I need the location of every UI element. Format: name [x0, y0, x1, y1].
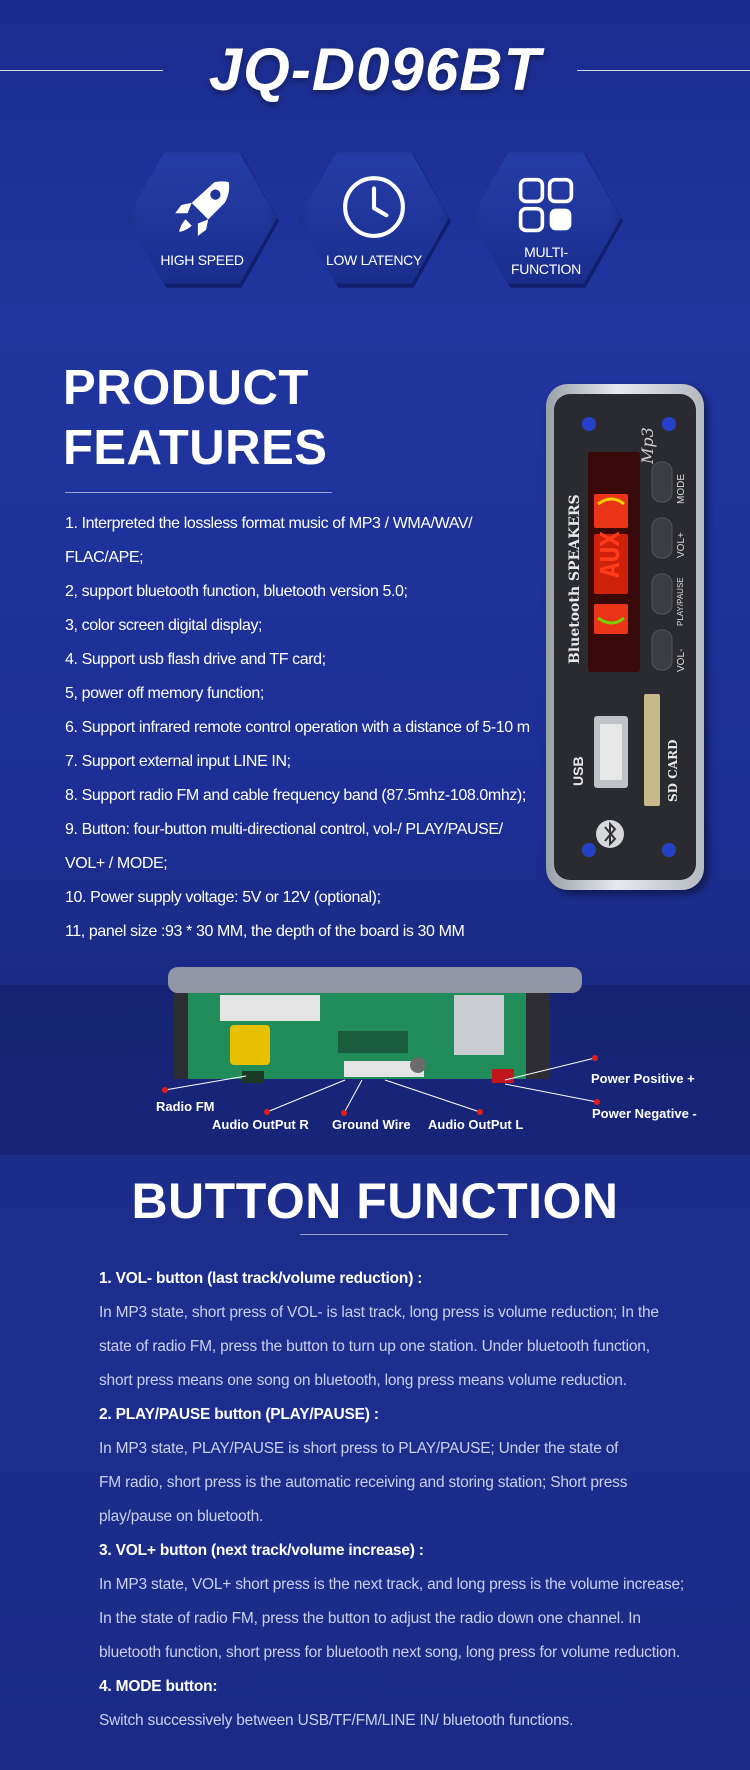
- button-function-title: BUTTON FUNCTION: [131, 1173, 619, 1229]
- badge-label: LOW LATENCY: [325, 252, 422, 268]
- list-item: 11, panel size :93 * 30 MM, the depth of…: [65, 923, 465, 940]
- button-function-list: 1. VOL- button (last track/volume reduct…: [99, 1262, 739, 1738]
- badge-label: HIGH SPEED: [160, 252, 244, 268]
- list-item: 6. Support infrared remote control opera…: [65, 719, 530, 736]
- button-function-description: In MP3 state, VOL+ short press is the ne…: [99, 1576, 685, 1661]
- list-item: 5, power off memory function;: [65, 685, 264, 702]
- callout-power-negative: Power Negative -: [592, 1106, 697, 1121]
- button-function-divider: [300, 1234, 508, 1235]
- features-divider: [65, 492, 332, 493]
- button-function-description: In MP3 state, short press of VOL- is las…: [99, 1304, 659, 1389]
- device-sd-label: SD CARD: [666, 739, 680, 803]
- list-item: VOL+ / MODE;: [65, 855, 168, 872]
- list-item: 1. Interpreted the lossless format music…: [65, 515, 473, 532]
- button-function-heading: 3. VOL+ button (next track/volume increa…: [99, 1542, 424, 1559]
- clock-icon: [299, 174, 449, 245]
- list-item: 8. Support radio FM and cable frequency …: [65, 787, 526, 804]
- callout-ground-wire: Ground Wire: [332, 1117, 411, 1132]
- badge-high-speed: HIGH SPEED: [127, 148, 279, 288]
- header-line-right: [577, 70, 750, 71]
- device-display: AUX: [596, 531, 626, 578]
- list-item: 3, color screen digital display;: [65, 617, 263, 634]
- badge-label: MULTI- FUNCTION: [511, 244, 581, 277]
- device-button-label: VOL+: [676, 532, 687, 558]
- badge-multi-function: MULTI- FUNCTION: [471, 148, 623, 288]
- list-item: FLAC/APE;: [65, 549, 144, 566]
- device-button-label: MODE: [676, 474, 687, 504]
- rocket-icon: [127, 174, 277, 245]
- device-button-label: VOL-: [676, 648, 687, 672]
- list-item: 10. Power supply voltage: 5V or 12V (opt…: [65, 889, 381, 906]
- features-list: 1. Interpreted the lossless format music…: [65, 507, 555, 949]
- callout-power-positive: Power Positive +: [591, 1071, 695, 1086]
- callout-audio-output-l: Audio OutPut L: [428, 1117, 524, 1132]
- callout-lines: [162, 1055, 600, 1116]
- list-item: 4. Support usb flash drive and TF card;: [65, 651, 326, 668]
- grid-icon: [471, 176, 621, 239]
- features-title: PRODUCT FEATURES: [63, 361, 328, 475]
- button-function-heading: 4. MODE button:: [99, 1678, 218, 1695]
- circuit-board-image: [168, 967, 582, 1083]
- header-line-left: [0, 70, 163, 71]
- button-function-description: In MP3 state, PLAY/PAUSE is short press …: [99, 1440, 628, 1525]
- list-item: 2, support bluetooth function, bluetooth…: [65, 583, 408, 600]
- device-button-label: PLAY/PAUSE: [676, 577, 685, 626]
- badge-low-latency: LOW LATENCY: [299, 148, 451, 288]
- device-usb-label: USB: [570, 756, 586, 786]
- list-item: 9. Button: four-button multi-directional…: [65, 821, 503, 838]
- device-panel-image: Mp3 Bluetooth SPEAKERS AUX MODE VOL+ PLA…: [546, 384, 704, 890]
- device-side-text: Bluetooth SPEAKERS: [567, 494, 583, 664]
- list-item: 7. Support external input LINE IN;: [65, 753, 291, 770]
- device-brand: Mp3: [638, 427, 657, 464]
- button-function-heading: 2. PLAY/PAUSE button (PLAY/PAUSE) :: [99, 1406, 379, 1423]
- callout-audio-output-r: Audio OutPut R: [212, 1117, 309, 1132]
- button-function-description: Switch successively between USB/TF/FM/LI…: [99, 1712, 574, 1729]
- page-title: JQ-D096BT: [208, 36, 542, 103]
- callout-radio-fm: Radio FM: [156, 1099, 215, 1114]
- button-function-heading: 1. VOL- button (last track/volume reduct…: [99, 1270, 423, 1287]
